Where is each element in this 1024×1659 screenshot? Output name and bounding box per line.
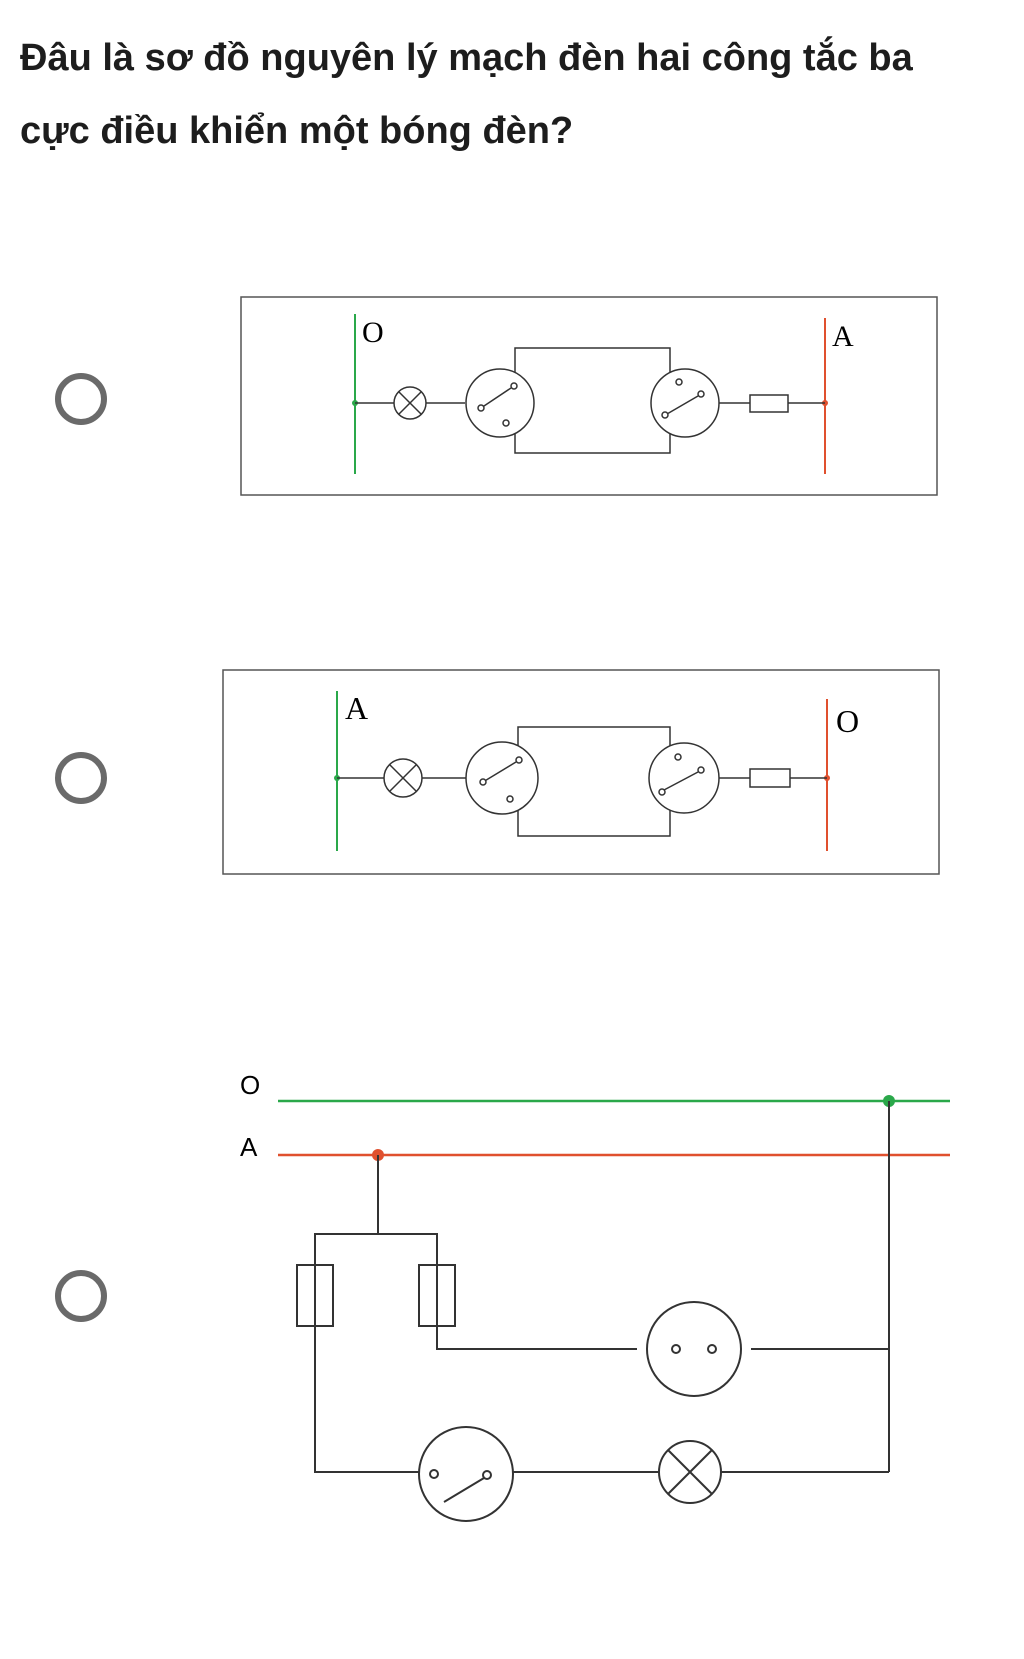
lamp-cross-circle-icon [658, 1440, 722, 1504]
option-3-radio-icon[interactable] [55, 1270, 107, 1322]
fuse-icon [296, 1264, 334, 1327]
three-way-switch-icon [465, 741, 539, 815]
three-way-switch-icon [648, 742, 720, 814]
option-1-diagram[interactable]: O A [240, 296, 940, 501]
socket-icon [646, 1301, 742, 1397]
option-3-diagram[interactable]: O A [200, 1060, 960, 1530]
question-line-1: Đâu là sơ đồ nguyên lý mạch đèn hai công… [20, 37, 913, 79]
top-wire-label: O [240, 1070, 260, 1100]
option-1-radio-icon[interactable] [55, 373, 107, 425]
right-wire-label: O [836, 703, 859, 739]
right-wire-label: A [832, 320, 854, 353]
lamp-cross-circle-icon [383, 758, 423, 798]
bottom-wire-label: A [240, 1132, 258, 1162]
option-2-radio-icon[interactable] [55, 752, 107, 804]
left-wire-label: O [362, 316, 384, 349]
lamp-cross-circle-icon [393, 386, 427, 420]
single-pole-switch-icon [418, 1426, 514, 1522]
left-wire-label: A [345, 690, 368, 726]
fuse-icon [749, 768, 791, 788]
three-way-switch-icon [465, 368, 535, 438]
three-way-switch-icon [650, 368, 720, 438]
option-2-diagram[interactable]: A O [222, 669, 942, 879]
fuse-icon [418, 1264, 456, 1327]
question-text: Đâu là sơ đồ nguyên lý mạch đèn hai công… [20, 22, 980, 168]
question-line-2: cực điều khiển một bóng đèn? [20, 110, 574, 152]
fuse-icon [749, 394, 789, 413]
